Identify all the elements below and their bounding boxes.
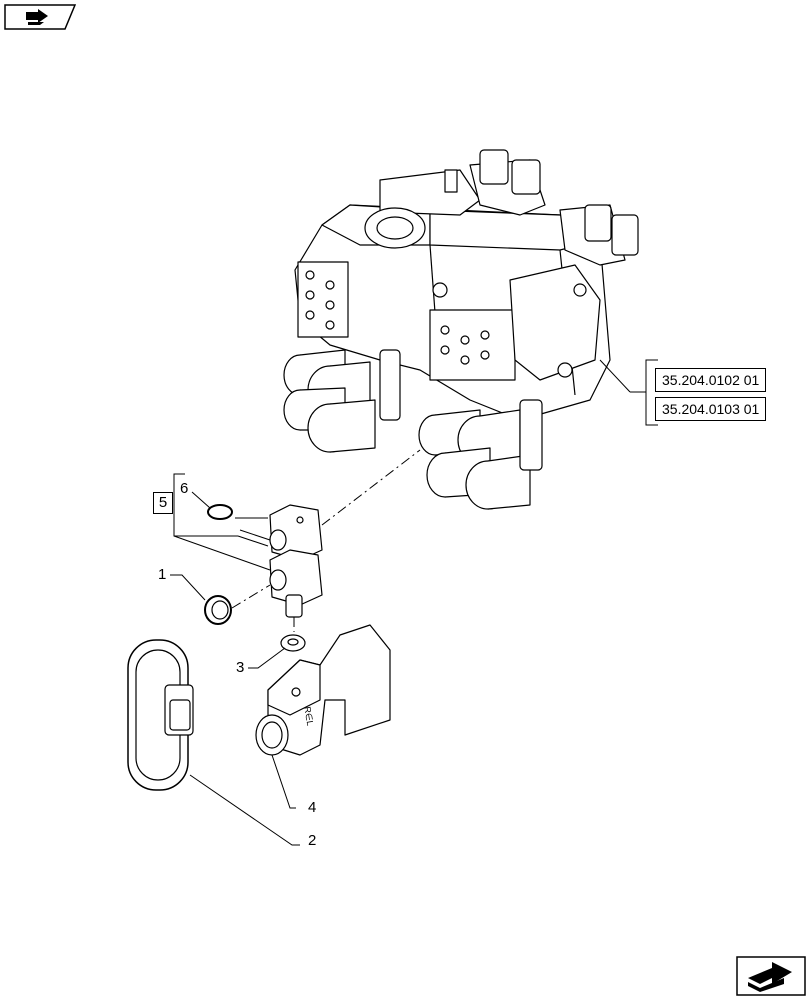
kit-label-5: 5 [153, 492, 173, 514]
coupler-group-left [283, 349, 401, 453]
next-page-button[interactable] [736, 956, 806, 996]
reference-box-2[interactable]: 35.204.0103 01 [655, 397, 767, 421]
fitting-block-4 [255, 624, 391, 756]
coupler-group-right [418, 399, 543, 510]
seal-ring-1 [204, 595, 232, 625]
back-arrow-icon [4, 4, 77, 30]
o-ring-6 [207, 504, 233, 520]
forward-arrow-icon [736, 956, 806, 996]
valve-left-face [297, 261, 349, 338]
callout-6: 6 [180, 480, 189, 497]
previous-page-button[interactable] [4, 4, 77, 30]
callout-2: 2 [308, 832, 317, 849]
washer-3 [280, 634, 306, 652]
retaining-strap-2 [127, 639, 194, 791]
fitting-marking: R∈L [302, 706, 315, 727]
reference-box-1[interactable]: 35.204.0102 01 [655, 368, 767, 392]
adapter-block [269, 504, 323, 618]
callout-1: 1 [158, 566, 167, 583]
callout-4: 4 [308, 799, 317, 816]
callout-3: 3 [236, 659, 245, 676]
control-valve-assembly [283, 149, 639, 510]
